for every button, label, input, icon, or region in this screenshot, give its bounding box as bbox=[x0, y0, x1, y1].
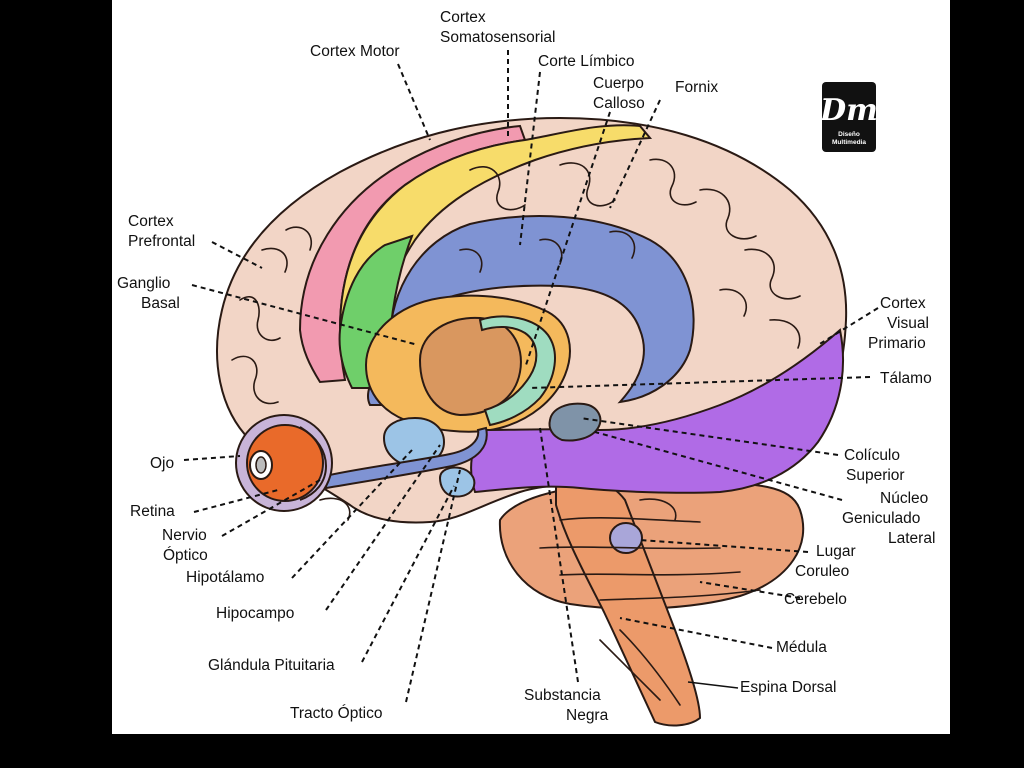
label-espina-dorsal: Espina Dorsal bbox=[740, 679, 837, 696]
visual-cortex-region bbox=[470, 328, 845, 494]
label-tracto-optico: Tracto Óptico bbox=[290, 705, 382, 722]
label-medula: Médula bbox=[776, 639, 827, 656]
label-hipocampo: Hipocampo bbox=[216, 605, 294, 622]
label-retina: Retina bbox=[130, 503, 175, 520]
label-cortex-visual-primario: Cortex Visual Primario bbox=[868, 295, 933, 352]
label-cuerpo-calloso: Cuerpo Calloso bbox=[593, 75, 648, 112]
logo-badge bbox=[822, 82, 876, 152]
label-fornix: Fornix bbox=[675, 79, 718, 96]
label-cortex-prefrontal: Cortex Prefrontal bbox=[128, 213, 195, 250]
eye-pupil bbox=[255, 456, 267, 474]
label-hipotalamo: Hipotálamo bbox=[186, 569, 264, 586]
fornix-region bbox=[478, 315, 556, 427]
label-talamo: Tálamo bbox=[880, 370, 932, 387]
thalamus-region bbox=[418, 316, 522, 417]
label-nucleo-geniculado-lateral: Núcleo Geniculado Lateral bbox=[842, 490, 935, 547]
brainstem-region bbox=[555, 468, 702, 727]
label-cerebelo: Cerebelo bbox=[784, 591, 847, 608]
logo-mark: Dm bbox=[819, 93, 878, 128]
locus-coeruleus-region bbox=[609, 522, 643, 554]
superior-colliculus-region bbox=[548, 402, 602, 442]
label-corte-limbico: Corte Límbico bbox=[538, 53, 634, 70]
logo-text-line2: Multimedia bbox=[832, 139, 866, 146]
label-ojo: Ojo bbox=[150, 455, 174, 472]
label-coliculo-superior: Colículo Superior bbox=[844, 447, 905, 484]
label-ganglio-basal: Ganglio Basal bbox=[117, 275, 180, 312]
dm-logo: Dm Diseño Multimedia bbox=[819, 82, 878, 152]
label-cortex-motor: Cortex Motor bbox=[310, 43, 400, 60]
optic-nerve bbox=[323, 426, 488, 490]
eye-retina-side bbox=[299, 426, 328, 501]
label-cortex-somatosensorial: Cortex Somatosensorial bbox=[440, 9, 555, 46]
label-substancia-negra: Substancia Negra bbox=[524, 687, 609, 724]
logo-text-line1: Diseño bbox=[838, 131, 860, 138]
label-glandula-pituitaria: Glándula Pituitaria bbox=[208, 657, 335, 674]
leader-lines bbox=[183, 50, 879, 703]
label-lugar-coruleo: Lugar Coruleo bbox=[795, 543, 860, 580]
label-nervio-optico: Nervio Óptico bbox=[162, 527, 211, 564]
